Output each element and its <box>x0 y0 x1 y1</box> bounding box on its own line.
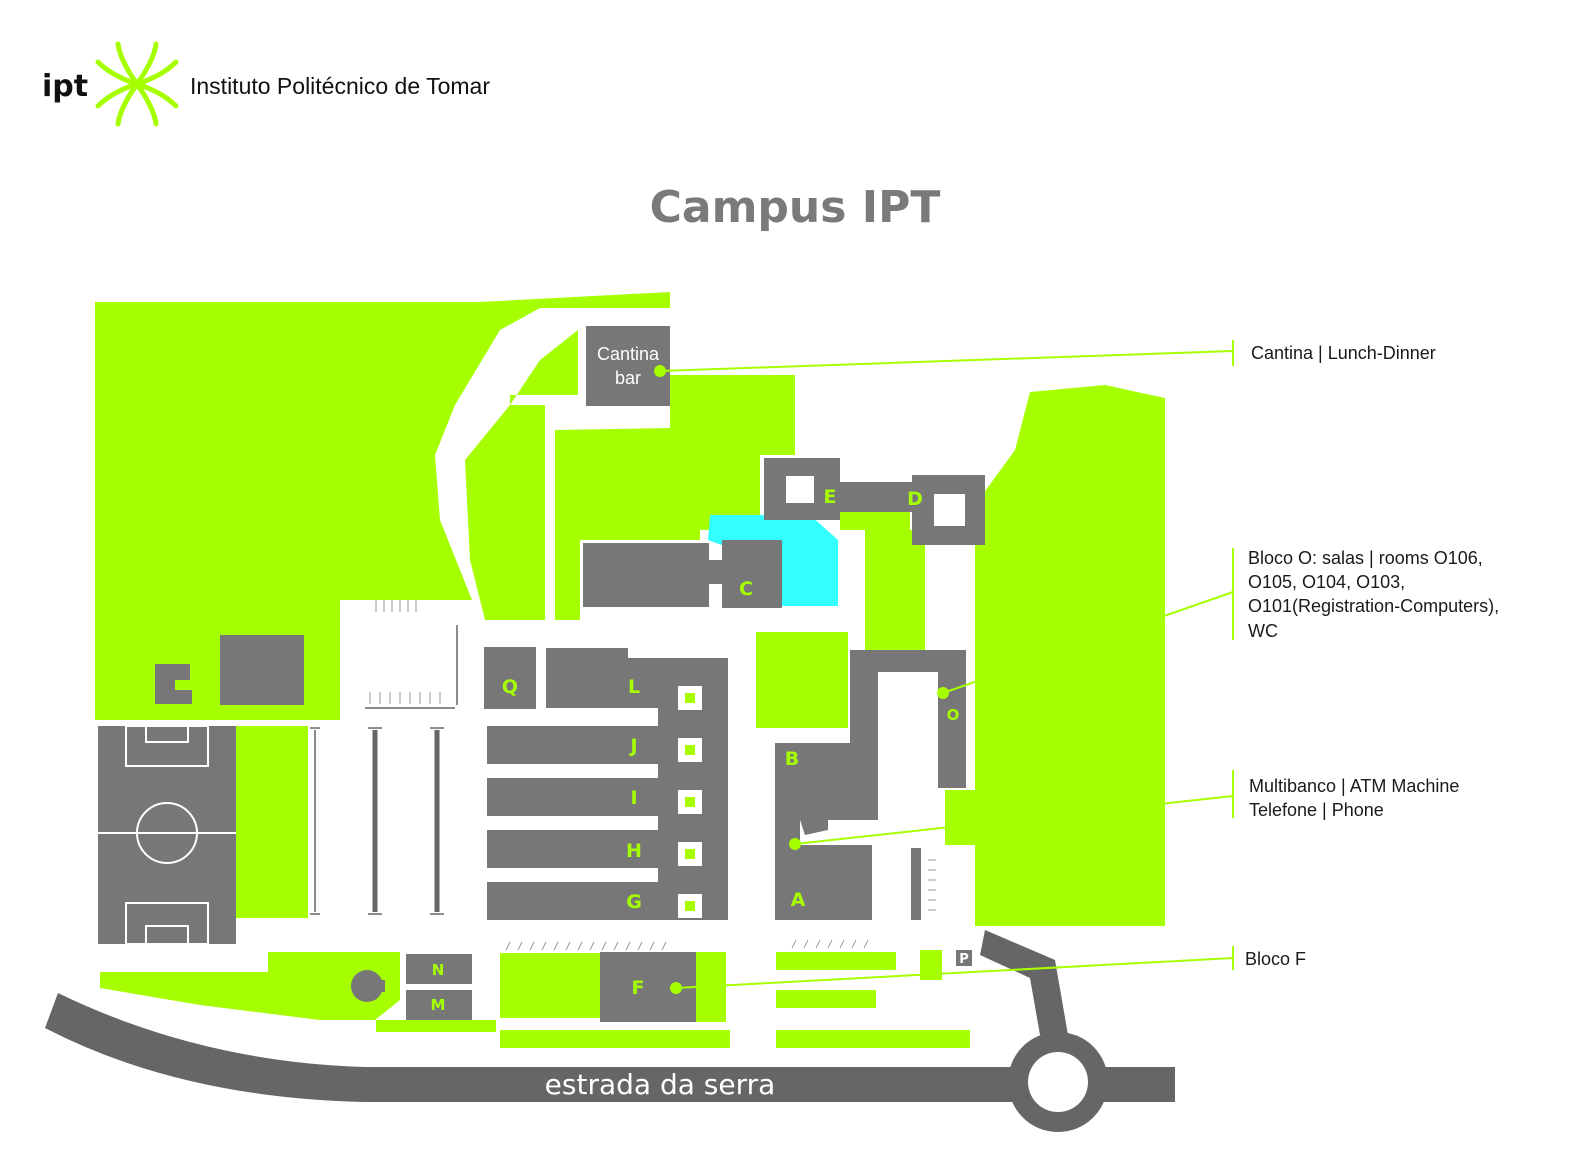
logo-abbr: ipt <box>42 69 88 104</box>
block-label-b: B <box>785 748 799 770</box>
legend: Cantina | Lunch-Dinner Bloco O: salas | … <box>1245 343 1499 969</box>
building-c-link <box>705 560 725 584</box>
legend-bloco-f: Bloco F <box>1245 949 1306 969</box>
legend-bloco-o-line1: Bloco O: salas | rooms O106, <box>1248 548 1483 568</box>
legend-bloco-o-line4: WC <box>1248 621 1278 641</box>
green-area-b-west <box>756 632 848 728</box>
building-i <box>487 778 658 816</box>
building-o <box>850 650 966 820</box>
building-q <box>484 647 536 709</box>
building-b <box>775 743 850 835</box>
block-label-g: G <box>626 891 642 913</box>
building-n <box>406 954 472 984</box>
green-area-south-5 <box>500 1030 730 1048</box>
cantina-label-line2: bar <box>615 368 641 388</box>
building-c-west <box>583 543 709 607</box>
legend-multibanco-line2: Telefone | Phone <box>1249 800 1384 820</box>
block-label-f: F <box>632 977 645 999</box>
marker-cantina[interactable] <box>654 365 666 377</box>
building-g <box>487 882 658 920</box>
building-west-small <box>155 664 192 704</box>
legend-multibanco-line1: Multibanco | ATM Machine <box>1249 776 1459 796</box>
institution-name: Instituto Politécnico de Tomar <box>190 73 490 99</box>
green-area-south-1 <box>776 952 896 970</box>
building-e <box>764 458 840 520</box>
building-e-d-link <box>838 482 920 512</box>
block-label-e: E <box>824 486 837 508</box>
sports-field <box>98 726 236 944</box>
green-area-south-3 <box>920 950 942 980</box>
sports-field-markings <box>98 725 236 945</box>
road-label: estrada da serra <box>545 1068 776 1101</box>
block-label-h: H <box>626 840 642 862</box>
leader-lines <box>659 340 1234 989</box>
building-m <box>406 990 472 1020</box>
block-label-c: C <box>739 578 753 600</box>
green-area-northwest <box>95 292 670 720</box>
road-north-spur <box>980 930 1068 1035</box>
parking-icon <box>956 950 972 966</box>
page-title: Campus IPT <box>650 182 941 233</box>
green-area-south-4 <box>776 1030 970 1048</box>
block-label-o: O <box>947 706 960 724</box>
green-areas <box>95 292 1165 1048</box>
building-c <box>722 540 782 608</box>
ipt-logo: ipt Instituto Politécnico de Tomar <box>42 41 490 127</box>
block-label-m: M <box>431 996 446 1014</box>
parking-symbol: P <box>959 952 969 967</box>
legend-cantina: Cantina | Lunch-Dinner <box>1251 343 1436 363</box>
pond <box>708 515 838 606</box>
starburst-icon <box>95 41 179 127</box>
green-area-cantina-west <box>510 330 578 405</box>
green-area-east <box>945 385 1165 926</box>
parking-lots <box>310 625 458 915</box>
building-east-small <box>911 848 921 920</box>
block-label-a: A <box>791 889 806 911</box>
green-area-south-2 <box>776 990 876 1008</box>
block-labels: Cantina bar E D C Q L J I H G B A O N M … <box>431 344 960 1014</box>
parking-stall-marks <box>369 600 936 951</box>
legend-bloco-o-line3: O101(Registration-Computers), <box>1248 596 1499 616</box>
cantina-label-line1: Cantina <box>597 344 660 364</box>
location-markers <box>654 365 949 994</box>
roundabout-island <box>1028 1052 1088 1112</box>
green-area-west-strip <box>465 405 545 620</box>
estrada-da-serra <box>45 993 1175 1102</box>
marker-multibanco[interactable] <box>789 838 801 850</box>
legend-bloco-o-line2: O105, O104, O103, <box>1248 572 1405 592</box>
green-area-southwest <box>100 952 400 1020</box>
block-label-d: D <box>907 488 923 510</box>
building-j <box>487 726 658 764</box>
building-cantina <box>586 326 670 406</box>
marker-bloco-f[interactable] <box>670 982 682 994</box>
block-label-n: N <box>432 961 445 979</box>
green-area-north-central <box>555 375 795 620</box>
green-area-sports-east <box>236 726 308 918</box>
green-area-south-6 <box>376 1020 496 1032</box>
green-area-c-east <box>840 500 925 650</box>
block-label-i: I <box>630 787 637 809</box>
block-label-j: J <box>628 735 637 757</box>
building-a <box>775 780 872 920</box>
green-area-f-north <box>500 953 600 1018</box>
building-d <box>912 475 985 545</box>
block-label-q: Q <box>502 676 518 698</box>
block-label-l: L <box>628 676 640 698</box>
building-h <box>487 830 658 868</box>
marker-bloco-o[interactable] <box>937 687 949 699</box>
building-west <box>220 635 304 705</box>
